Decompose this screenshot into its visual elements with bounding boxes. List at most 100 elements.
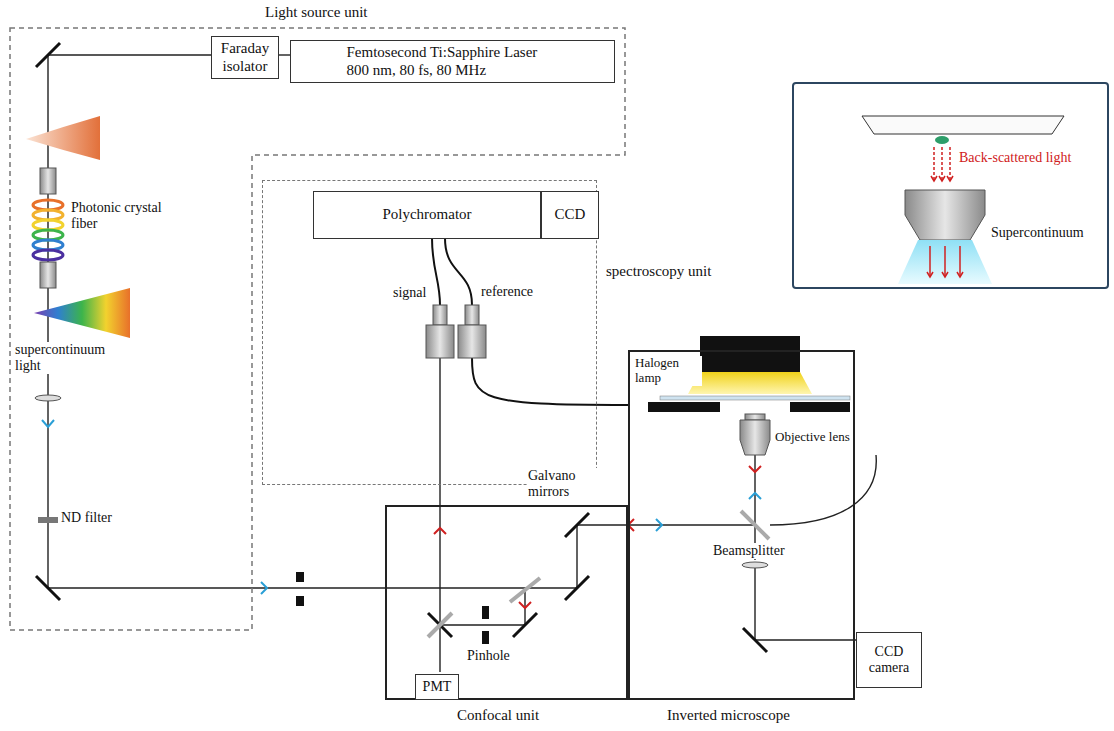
- inset-detail: [793, 83, 1108, 288]
- component-box: Femtosecond Ti:Sapphire Laser 800 nm, 80…: [290, 40, 615, 83]
- component-box: PMT: [415, 674, 459, 700]
- drawing-part: [935, 136, 949, 144]
- drawing-part: [656, 519, 662, 531]
- photonic-crystal-fiber: [33, 168, 63, 288]
- drawing-part: [755, 568, 856, 640]
- unit-box: Inverted microscope: [628, 350, 855, 700]
- drawing-part: [648, 402, 720, 412]
- drawing-part: [428, 613, 452, 637]
- drawing-part: [428, 613, 452, 637]
- part-label: ND filter: [60, 510, 113, 526]
- collimator: [426, 305, 486, 358]
- drawing-part: [939, 176, 945, 181]
- lens: [35, 365, 768, 568]
- red-arrow: [434, 466, 761, 608]
- unit-box: PMTConfocal unit: [385, 505, 628, 700]
- drawing-part: [36, 43, 60, 67]
- drawing-part: [440, 358, 525, 625]
- part-label: reference: [480, 284, 534, 300]
- drawing-part: [35, 395, 61, 401]
- dashed-outline: [10, 28, 625, 630]
- drawing-part: [33, 200, 63, 260]
- unit-heading-anchor: Confocal unit: [457, 707, 539, 724]
- drawing-part: [296, 572, 304, 582]
- beam-path: [48, 55, 876, 672]
- part-label: Galvano mirrors: [527, 468, 599, 500]
- nd-filter: [38, 517, 58, 523]
- part-label: Beamsplitter: [712, 543, 786, 559]
- drawing-part: [434, 528, 446, 534]
- drawing-part: [445, 238, 472, 305]
- drawing-part: [933, 147, 935, 180]
- drawing-part: [519, 602, 531, 608]
- drawing-part: [862, 116, 1064, 134]
- drawing-part: [465, 305, 479, 325]
- drawing-part: [931, 176, 937, 181]
- drawing-part: [426, 325, 454, 358]
- label-anchor: supercontinuum light: [14, 342, 121, 374]
- drawing-part: [700, 336, 800, 372]
- drawing-part: [927, 272, 933, 277]
- drawing-part: [927, 246, 963, 277]
- laser-pulse: [26, 116, 100, 160]
- drawing-part: [742, 562, 768, 568]
- drawing-part: [770, 455, 876, 525]
- drawing-part: [749, 493, 761, 499]
- unit-heading-anchor: Inverted microscope: [667, 707, 790, 724]
- drawing-part: [510, 578, 540, 602]
- part-label: Back-scattered light: [958, 150, 1072, 166]
- drawing-part: [482, 606, 489, 619]
- unit-title: spectroscopy unit: [606, 263, 711, 280]
- component-box: CCD: [541, 191, 599, 239]
- part-label: Halogen lamp: [634, 356, 702, 386]
- component-box: Faraday isolator: [211, 36, 279, 79]
- part-label: signal: [392, 285, 427, 301]
- component-name: Polychromator: [382, 206, 471, 223]
- mirror: [36, 43, 767, 652]
- microscope-stage: [648, 336, 850, 455]
- drawing-part: [931, 147, 953, 181]
- drawing-part: [793, 83, 1108, 288]
- drawing-part: [432, 238, 440, 305]
- region-outline: [10, 28, 625, 630]
- drawing-part: [941, 147, 943, 180]
- label-anchor: ND filter: [60, 510, 113, 526]
- drawing-part: [40, 262, 56, 288]
- component-box: Polychromator: [313, 191, 541, 239]
- part-label: Objective lens: [774, 430, 851, 445]
- label-anchor: Back-scattered light: [958, 150, 1072, 166]
- drawing-part: [660, 396, 850, 400]
- part-label: supercontinuum light: [14, 342, 121, 374]
- drawing-part: [688, 372, 812, 394]
- blue-arrow: [42, 420, 761, 594]
- beamsplitter-plate: [428, 511, 769, 637]
- unit-title: Light source unit: [265, 4, 367, 21]
- drawing-part: [949, 147, 951, 180]
- drawing-part: [439, 625, 440, 672]
- drawing-part: [33, 250, 63, 260]
- label-anchor: Supercontinuum: [990, 225, 1085, 241]
- component-name: CCD: [555, 206, 586, 223]
- drawing-part: [741, 511, 769, 539]
- drawing-part: [513, 613, 537, 637]
- drawing-part: [959, 246, 961, 276]
- optical-fiber: [432, 238, 628, 405]
- supercontinuum-spectrum: [34, 288, 130, 338]
- drawing-part: [743, 628, 767, 652]
- drawing-part: [929, 246, 931, 276]
- unit-region: PolychromatorCCDspectroscopy unit: [262, 180, 597, 485]
- drawing-part: [296, 596, 304, 606]
- label-anchor: reference: [480, 284, 534, 300]
- drawing-part: [48, 55, 755, 588]
- drawing-part: [790, 402, 850, 412]
- part-label: Pinhole: [466, 648, 511, 664]
- drawing-part: [482, 631, 489, 644]
- aperture: [296, 572, 489, 644]
- drawing-part: [565, 576, 589, 600]
- drawing-part: [36, 576, 60, 600]
- label-anchor: signal: [392, 285, 427, 301]
- label-anchor: Galvano mirrors: [527, 468, 599, 500]
- drawing-part: [40, 168, 56, 194]
